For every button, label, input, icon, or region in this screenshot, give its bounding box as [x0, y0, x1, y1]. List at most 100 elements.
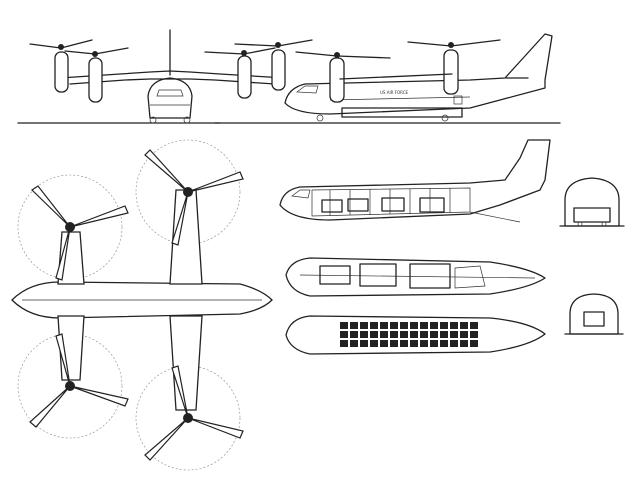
front-fuselage	[147, 77, 193, 119]
cutaway-vehicle-1	[321, 199, 343, 213]
seat	[420, 322, 428, 329]
side-nacelle-rear	[407, 39, 501, 95]
side-door	[453, 95, 463, 105]
top-ramp	[454, 265, 486, 289]
seat	[440, 331, 448, 338]
seat	[380, 331, 388, 338]
front-wing	[59, 70, 286, 79]
plan-rotor-1	[31, 185, 129, 281]
top-vehicles-outline	[285, 257, 546, 297]
cutaway-frames	[329, 188, 451, 216]
cutaway-vehicle-4	[419, 197, 445, 213]
cross-section-passenger-outline	[569, 293, 619, 335]
seat	[470, 340, 478, 347]
cross-section-vehicle	[559, 177, 625, 227]
front-nacelle-4	[234, 39, 313, 91]
plan-view	[11, 139, 273, 471]
seat	[390, 322, 398, 329]
seat	[440, 322, 448, 329]
front-nacelle-2	[64, 47, 129, 103]
seat	[380, 340, 388, 347]
seat	[340, 331, 348, 338]
side-fuselage-marking: US AIR FORCE	[380, 90, 409, 95]
cutaway-vehicle-3	[381, 197, 405, 212]
seat	[370, 340, 378, 347]
seat	[400, 340, 408, 347]
seat	[350, 322, 358, 329]
cross-section-vehicle-outline	[564, 177, 620, 227]
seat	[360, 322, 368, 329]
cutaway-side-outline	[279, 139, 551, 221]
side-main-wheel	[441, 114, 449, 122]
seat	[350, 340, 358, 347]
side-landing-sponson	[341, 107, 463, 118]
seat	[340, 340, 348, 347]
side-wing-line	[339, 73, 453, 80]
seat	[340, 322, 348, 329]
cutaway-cockpit	[291, 189, 311, 199]
fuselage-cutaway-top-vehicles	[285, 257, 546, 297]
side-cockpit-window	[296, 85, 319, 94]
seat	[390, 340, 398, 347]
seat	[350, 331, 358, 338]
seat	[390, 331, 398, 338]
seat	[400, 322, 408, 329]
plan-rotor-2	[144, 149, 244, 246]
seat	[430, 331, 438, 338]
front-wheel-right	[183, 116, 191, 124]
seat	[450, 322, 458, 329]
seat	[410, 331, 418, 338]
plan-rotor-4	[144, 365, 244, 461]
seat	[360, 340, 368, 347]
seat	[410, 322, 418, 329]
plan-rotor-3	[29, 333, 129, 428]
top-seats-outline	[285, 315, 546, 355]
cross-section-passenger-seat	[583, 311, 605, 327]
seat	[400, 331, 408, 338]
front-nacelle-3	[204, 47, 276, 99]
fuselage-cutaway-top-seats	[285, 315, 546, 355]
seat	[470, 331, 478, 338]
cutaway-ramp	[469, 211, 521, 223]
seat	[460, 331, 468, 338]
front-view	[17, 29, 313, 124]
seat-grid	[340, 322, 478, 347]
seat	[360, 331, 368, 338]
seat	[450, 331, 458, 338]
seat	[370, 322, 378, 329]
fuselage-cutaway-side	[279, 139, 551, 223]
seat	[440, 340, 448, 347]
cross-section-wheel-l	[577, 221, 583, 227]
seat	[420, 331, 428, 338]
plan-wing-rear-right	[169, 315, 203, 411]
side-fuselage	[284, 33, 553, 115]
top-vehicles-centerline	[299, 274, 536, 279]
front-wheel-left	[149, 116, 157, 124]
seat	[470, 322, 478, 329]
top-vehicle-3	[409, 263, 451, 289]
top-vehicle-1	[319, 265, 351, 285]
side-view: US AIR FORCE	[214, 33, 561, 124]
side-fuselage-line	[329, 96, 471, 101]
seat	[410, 340, 418, 347]
seat	[430, 322, 438, 329]
side-nacelle-front	[295, 51, 391, 103]
seat	[450, 340, 458, 347]
cross-section-wheel-r	[601, 221, 607, 227]
seat	[380, 322, 388, 329]
seat	[460, 340, 468, 347]
side-nose-wheel	[316, 114, 324, 122]
seat	[430, 340, 438, 347]
seat	[420, 340, 428, 347]
cross-section-vehicle-load	[573, 207, 611, 223]
front-nacelle-1	[29, 39, 93, 93]
front-windshield	[156, 89, 184, 97]
seat	[460, 322, 468, 329]
front-wing-lower	[69, 78, 276, 85]
top-vehicle-2	[359, 263, 397, 287]
seat	[370, 331, 378, 338]
cross-section-passenger	[564, 293, 624, 335]
cutaway-vehicle-2	[347, 198, 369, 212]
